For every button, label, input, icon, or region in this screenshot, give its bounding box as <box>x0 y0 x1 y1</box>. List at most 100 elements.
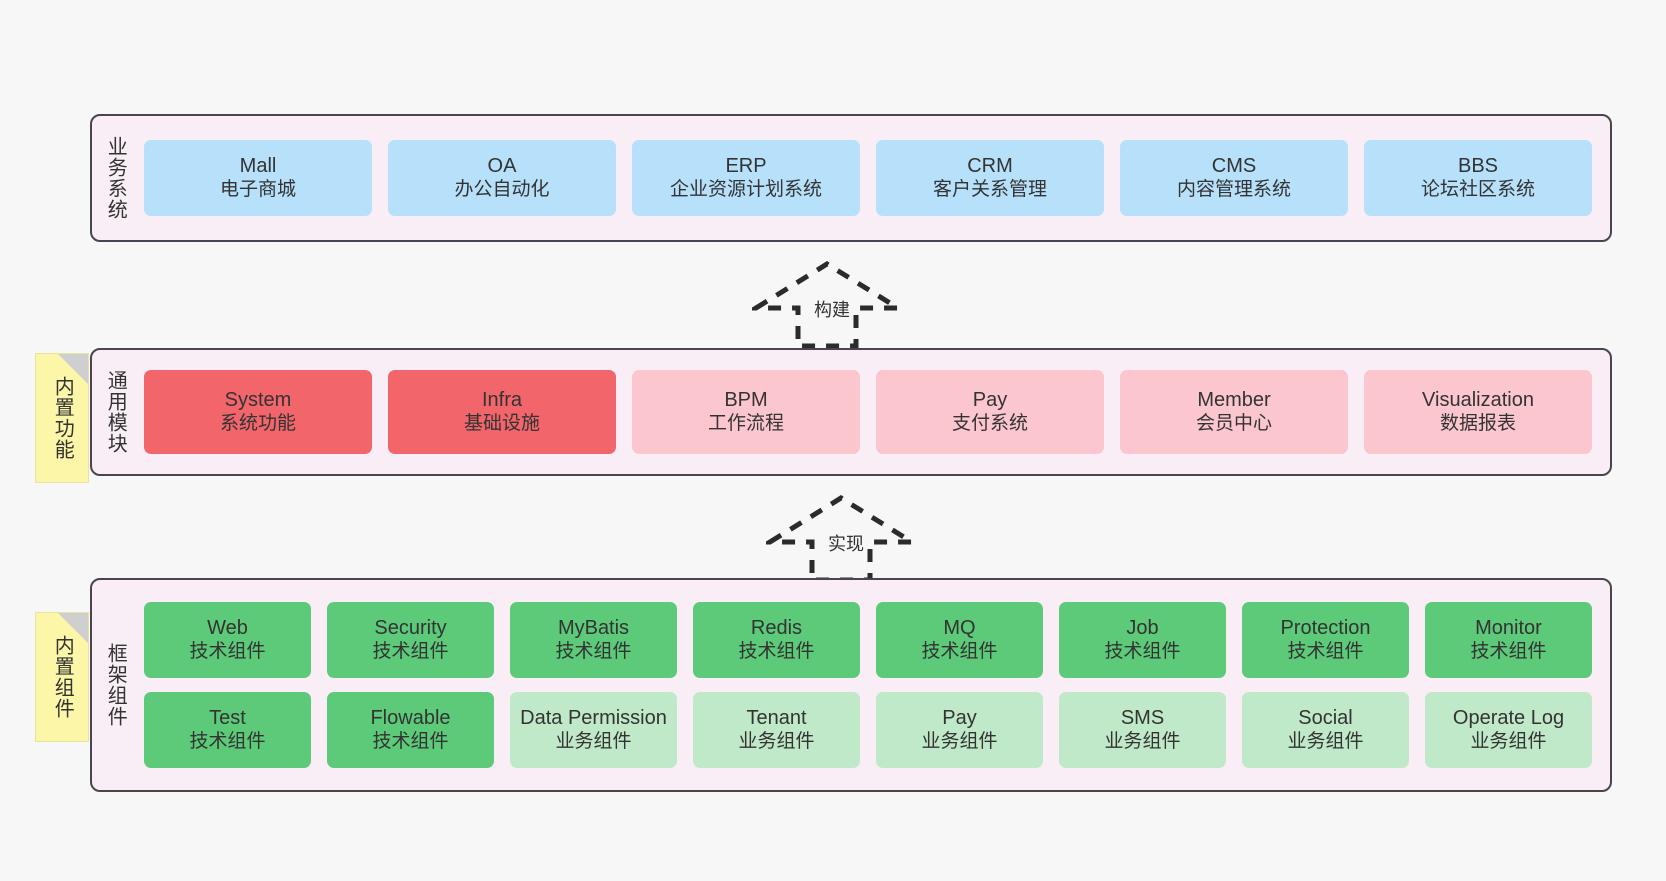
node-data-permission[interactable]: Data Permission 业务组件 <box>510 692 677 768</box>
node-subtitle: 技术组件 <box>1104 640 1181 662</box>
node-test[interactable]: Test 技术组件 <box>144 692 311 768</box>
node-subtitle: 技术组件 <box>1287 640 1364 662</box>
node-subtitle: 业务组件 <box>738 730 815 752</box>
page-fold-icon <box>58 613 88 643</box>
layer-body-modules: System 系统功能 Infra 基础设施 BPM 工作流程 Pay 支付系统… <box>138 350 1610 474</box>
layer-title-business: 业务系统 <box>104 136 127 220</box>
node-title: CMS <box>1211 155 1257 178</box>
node-infra[interactable]: Infra 基础设施 <box>388 370 616 454</box>
node-operate-log[interactable]: Operate Log 业务组件 <box>1425 692 1592 768</box>
node-subtitle: 技术组件 <box>921 640 998 662</box>
node-bbs[interactable]: BBS 论坛社区系统 <box>1364 140 1592 216</box>
page-fold-icon <box>58 354 88 384</box>
node-mall[interactable]: Mall 电子商城 <box>144 140 372 216</box>
layer-title-modules: 通用模块 <box>104 370 127 454</box>
node-subtitle: 电子商城 <box>219 178 296 200</box>
node-pay[interactable]: Pay 支付系统 <box>876 370 1104 454</box>
node-erp[interactable]: ERP 企业资源计划系统 <box>632 140 860 216</box>
node-subtitle: 论坛社区系统 <box>1420 178 1535 200</box>
node-title: SMS <box>1120 707 1165 730</box>
node-crm[interactable]: CRM 客户关系管理 <box>876 140 1104 216</box>
node-title: CRM <box>967 155 1013 178</box>
node-system[interactable]: System 系统功能 <box>144 370 372 454</box>
node-title: System <box>224 389 292 412</box>
node-monitor[interactable]: Monitor 技术组件 <box>1425 602 1592 678</box>
node-title: Test <box>209 707 246 730</box>
node-web[interactable]: Web 技术组件 <box>144 602 311 678</box>
layer-common-modules: 通用模块 System 系统功能 Infra 基础设施 BPM 工作流程 Pay… <box>90 348 1612 476</box>
node-subtitle: 基础设施 <box>463 412 540 434</box>
node-title: Visualization <box>1422 389 1534 412</box>
node-title: Monitor <box>1475 617 1542 640</box>
layer-body-business: Mall 电子商城 OA 办公自动化 ERP 企业资源计划系统 CRM 客户关系… <box>138 116 1610 240</box>
node-member[interactable]: Member 会员中心 <box>1120 370 1348 454</box>
node-mq[interactable]: MQ 技术组件 <box>876 602 1043 678</box>
node-title: Web <box>207 617 248 640</box>
node-redis[interactable]: Redis 技术组件 <box>693 602 860 678</box>
node-title: Pay <box>972 389 1008 412</box>
node-subtitle: 业务组件 <box>1470 730 1547 752</box>
node-title: Mall <box>239 155 277 178</box>
node-title: Flowable <box>370 707 451 730</box>
node-subtitle: 内容管理系统 <box>1176 178 1291 200</box>
layer-body-framework: Web 技术组件 Security 技术组件 MyBatis 技术组件 Redi… <box>138 580 1610 790</box>
layer-row: Test 技术组件 Flowable 技术组件 Data Permission … <box>144 692 1592 768</box>
layer-title-framework: 框架组件 <box>104 643 127 727</box>
arrow-outline-build <box>752 261 902 349</box>
arrow-build: 构建 <box>752 258 902 350</box>
node-subtitle: 技术组件 <box>372 640 449 662</box>
node-tenant[interactable]: Tenant 业务组件 <box>693 692 860 768</box>
node-title: BBS <box>1457 155 1499 178</box>
node-title: Social <box>1298 707 1353 730</box>
node-subtitle: 业务组件 <box>1104 730 1181 752</box>
layer-business-systems: 业务系统 Mall 电子商城 OA 办公自动化 ERP 企业资源计划系统 CRM… <box>90 114 1612 242</box>
node-title: Member <box>1197 389 1271 412</box>
node-subtitle: 业务组件 <box>1287 730 1364 752</box>
layer-framework-components: 框架组件 Web 技术组件 Security 技术组件 MyBatis 技术组件… <box>90 578 1612 792</box>
node-job[interactable]: Job 技术组件 <box>1059 602 1226 678</box>
node-title: Redis <box>750 617 803 640</box>
node-title: Security <box>374 617 447 640</box>
node-mybatis[interactable]: MyBatis 技术组件 <box>510 602 677 678</box>
node-title: Data Permission <box>520 707 667 730</box>
node-title: Tenant <box>746 707 807 730</box>
node-subtitle: 企业资源计划系统 <box>669 178 822 200</box>
node-subtitle: 技术组件 <box>189 730 266 752</box>
sticky-note-label: 内置功能 <box>51 376 74 460</box>
node-title: BPM <box>724 389 768 412</box>
node-cms[interactable]: CMS 内容管理系统 <box>1120 140 1348 216</box>
node-title: Job <box>1126 617 1159 640</box>
node-subtitle: 技术组件 <box>555 640 632 662</box>
node-oa[interactable]: OA 办公自动化 <box>388 140 616 216</box>
node-title: ERP <box>725 155 767 178</box>
node-pay-component[interactable]: Pay 业务组件 <box>876 692 1043 768</box>
node-title: Operate Log <box>1452 707 1565 730</box>
node-flowable[interactable]: Flowable 技术组件 <box>327 692 494 768</box>
node-title: Protection <box>1280 617 1371 640</box>
layer-row: Web 技术组件 Security 技术组件 MyBatis 技术组件 Redi… <box>144 602 1592 678</box>
layer-row: System 系统功能 Infra 基础设施 BPM 工作流程 Pay 支付系统… <box>144 370 1592 454</box>
node-bpm[interactable]: BPM 工作流程 <box>632 370 860 454</box>
node-security[interactable]: Security 技术组件 <box>327 602 494 678</box>
node-title: MyBatis <box>557 617 630 640</box>
node-visualization[interactable]: Visualization 数据报表 <box>1364 370 1592 454</box>
node-sms[interactable]: SMS 业务组件 <box>1059 692 1226 768</box>
sticky-note-builtin-components: 内置组件 <box>35 612 89 742</box>
node-title: Pay <box>942 707 977 730</box>
node-subtitle: 客户关系管理 <box>932 178 1047 200</box>
node-subtitle: 业务组件 <box>555 730 632 752</box>
node-title: Infra <box>481 389 523 412</box>
node-subtitle: 支付系统 <box>951 412 1028 434</box>
node-social[interactable]: Social 业务组件 <box>1242 692 1409 768</box>
sticky-note-builtin-features: 内置功能 <box>35 353 89 483</box>
node-subtitle: 办公自动化 <box>454 178 550 200</box>
node-subtitle: 工作流程 <box>707 412 784 434</box>
node-subtitle: 技术组件 <box>1470 640 1547 662</box>
node-title: OA <box>487 155 517 178</box>
sticky-note-label: 内置组件 <box>51 635 74 719</box>
node-protection[interactable]: Protection 技术组件 <box>1242 602 1409 678</box>
node-subtitle: 技术组件 <box>738 640 815 662</box>
arrow-label-build: 构建 <box>814 300 850 320</box>
node-subtitle: 会员中心 <box>1195 412 1272 434</box>
node-subtitle: 系统功能 <box>219 412 296 434</box>
